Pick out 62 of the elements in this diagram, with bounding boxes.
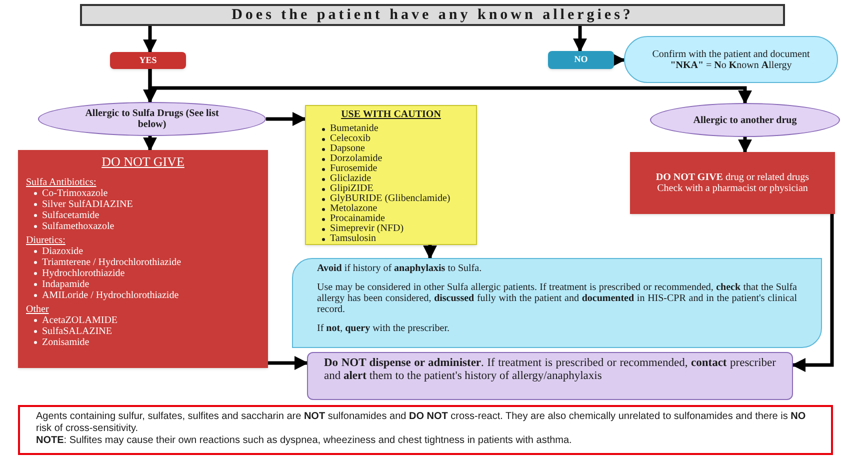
node-text: Confirm with the patient and document "NKA" = No Known Allergy [652, 48, 810, 70]
list-item: AcetaZOLAMIDE [42, 315, 118, 326]
heading-text: USE WITH CAUTION [341, 109, 441, 120]
node-text: DO NOT GIVE drug or related drugs [656, 172, 810, 183]
warning-box [307, 352, 793, 400]
list-item: AMILoride / Hydrochlorothiazide [42, 290, 179, 301]
node-text: YES [139, 54, 157, 65]
list-item: Bumetanide [330, 124, 378, 134]
node-text: Does the patient have any known allergies? [232, 6, 634, 23]
list-item: Dorzolamide [330, 154, 382, 164]
list-item: Zonisamide [42, 337, 90, 348]
list-item: GlipiZIDE [330, 184, 374, 194]
arrow [143, 136, 157, 152]
subheading-text: Sulfa Antibiotics: [26, 177, 96, 188]
caution-box [305, 105, 477, 245]
list-item: Sulfacetamide [42, 210, 100, 221]
list-item: Procainamide [330, 214, 385, 224]
node-text: NO [574, 54, 588, 64]
list-item: Metolazone [330, 204, 378, 214]
list-item: Furosemide [330, 164, 378, 174]
list-item: Hydrochlorothiazide [42, 268, 125, 279]
list-item: SulfaSALAZINE [42, 326, 112, 337]
advice-box [292, 258, 822, 348]
list-item: Triamterene / Hydrochlorothiazide [42, 257, 182, 268]
list-item: Tamsulosin [330, 234, 376, 244]
do-not-give-box [18, 150, 268, 368]
list-item: Indapamide [42, 279, 90, 290]
paragraph-text: NOTE: Sulfites may cause their own reactions such as dyspnea, wheeziness and chest tightness in patients with asthma. [36, 435, 572, 446]
list-item: Diazoxide [42, 246, 84, 257]
note-box [18, 405, 833, 455]
list-item: Co-Trimoxazole [42, 188, 108, 199]
list-item: Dapsone [330, 144, 365, 154]
arrow [792, 214, 834, 372]
paragraph-text: Agents containing sulfur, sulfates, sulfites and saccharin are NOT sulfonamides and DO NOT cross-react. They are also chemically unrelated to sulfonamides and there is NO risk of cross-sensitivity. [36, 411, 806, 434]
arrow [143, 26, 157, 54]
question-box [80, 4, 785, 26]
arrow [738, 137, 752, 154]
subheading-text: Diuretics: [26, 235, 66, 246]
node-text: Allergic to Sulfa Drugs (See list below) [85, 108, 219, 130]
node-text: Check with a pharmacist or physician [657, 183, 808, 194]
node-text: Allergic to another drug [693, 114, 797, 126]
list-item: Silver SulfADIAZINE [42, 199, 133, 210]
arrow [268, 356, 308, 370]
paragraph-text: Do NOT dispense or administer. If treatment is prescribed or recommended, contact prescriber and alert them to the patient's history of allergy/anaphylaxis [324, 357, 776, 382]
yes-box [110, 52, 186, 69]
list-item: Sulfamethoxazole [42, 221, 114, 232]
paragraph-text: If not, query with the prescriber. [317, 323, 450, 334]
heading-text: DO NOT GIVE [102, 154, 184, 169]
paragraph-text: Use may be considered in other Sulfa allergic patients. If treatment is prescribed or recommended, check that the Sulfa allergy has been considered, discussed fully with the patient and documented in HIS-CPR and in the patient's clinical record. [317, 282, 798, 315]
list-item: Celecoxib [330, 134, 371, 144]
arrow [423, 245, 437, 260]
subheading-text: Other [26, 304, 49, 315]
do-not-give-box [630, 152, 835, 214]
list-item: Gliclazide [330, 174, 372, 184]
no-box [548, 51, 614, 69]
arrow [148, 69, 752, 104]
list-item: Simeprevir (NFD) [330, 224, 404, 234]
list-item: GlyBURIDE (Glibenclamide) [330, 194, 450, 204]
confirm-bubble [624, 36, 838, 83]
arrow [573, 26, 587, 52]
paragraph-text: Avoid if history of anaphylaxis to Sulfa. [317, 263, 482, 274]
arrow [266, 112, 306, 126]
